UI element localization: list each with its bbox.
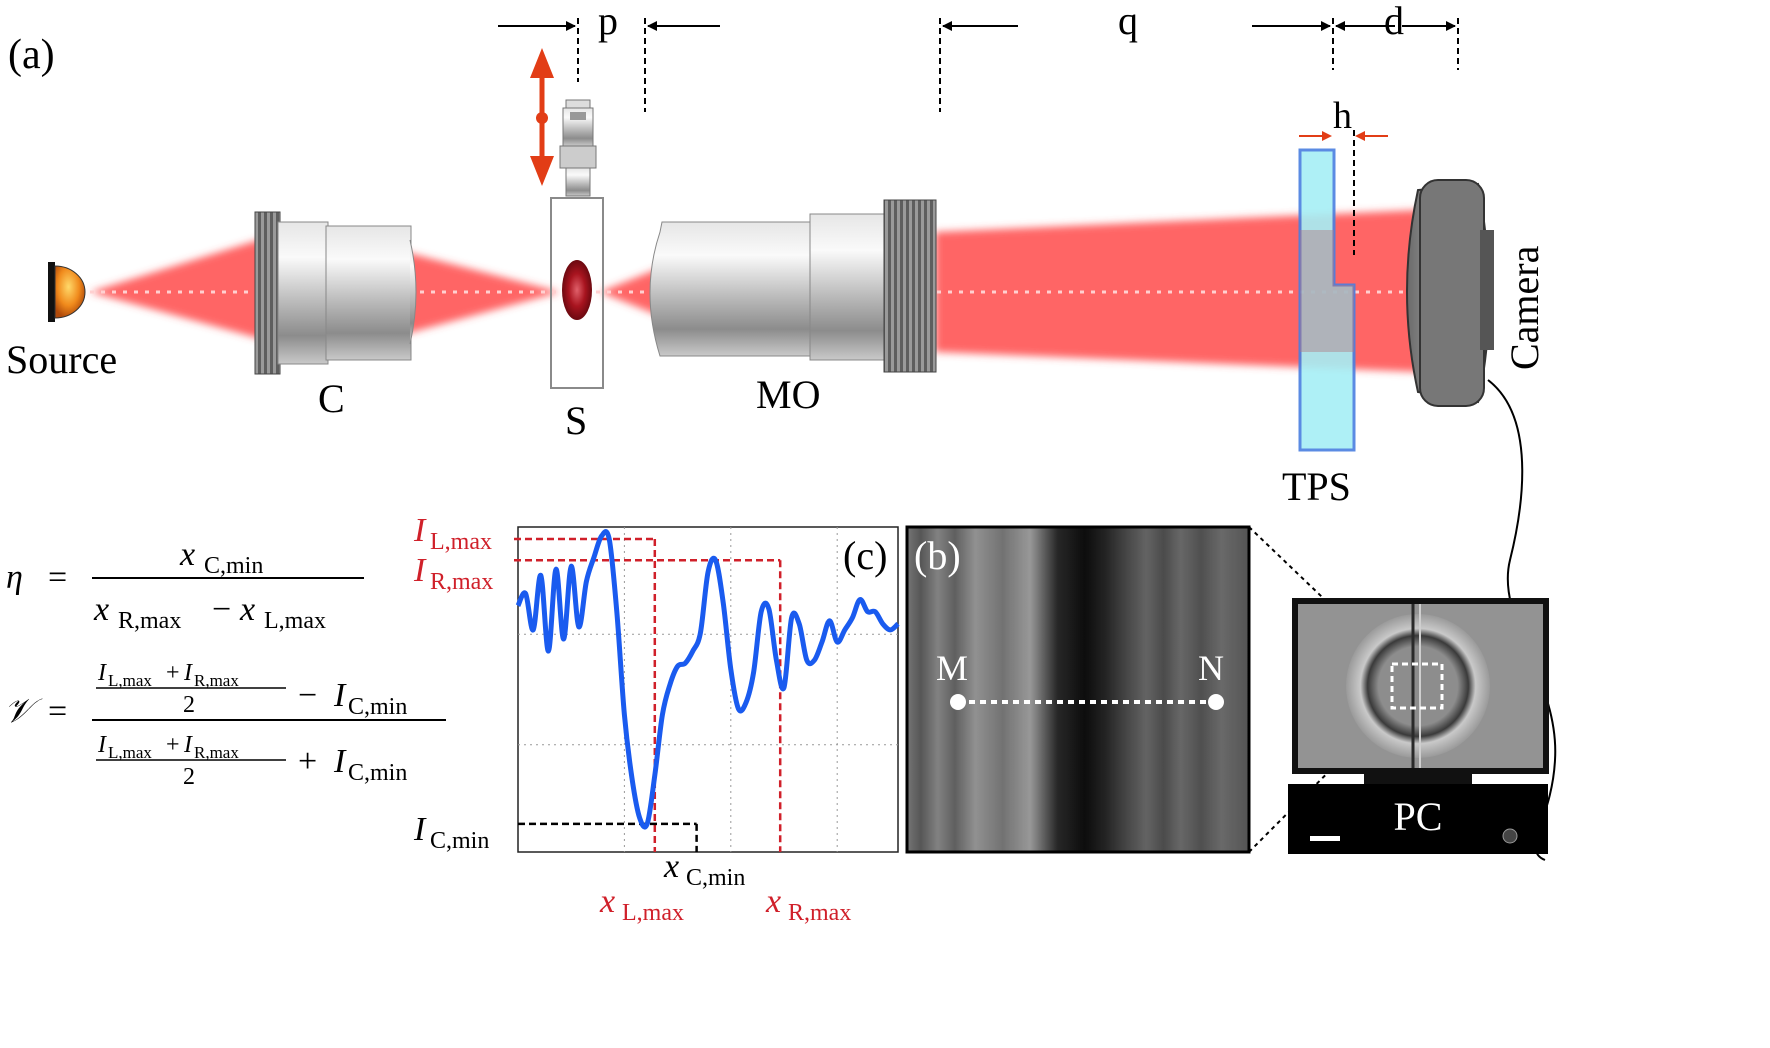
svg-text:I: I [333,743,347,780]
chart-guides [514,537,782,852]
point-n [1208,694,1224,710]
label-pc: PC [1394,794,1443,839]
distance-markers [498,18,1459,112]
svg-text:C,min: C,min [204,553,263,579]
label-h: h [1333,95,1352,137]
svg-text:I: I [97,660,107,686]
svg-text:L,max: L,max [264,608,326,634]
svg-text:I: I [97,732,107,758]
label-camera: Camera [1502,245,1547,370]
panel-label-a: (a) [8,32,55,78]
svg-text:C,min: C,min [686,865,745,891]
svg-text:L,max: L,max [108,671,152,690]
svg-text:L,max: L,max [108,743,152,762]
equation-eta: η = x C,min x R,max − x L,max [6,536,364,634]
svg-text:𝒱: 𝒱 [4,693,43,730]
svg-text:C,min: C,min [348,760,407,786]
intensity-series-line [515,529,900,830]
svg-text:I: I [183,660,193,686]
label-point-n: N [1198,648,1224,688]
svg-text:2: 2 [183,764,195,790]
svg-text:=: = [48,693,67,730]
zoom-region [1390,662,1444,710]
label-sample: S [565,398,587,443]
panel-label-b: (b) [914,533,961,578]
point-m [950,694,966,710]
svg-text:L,max: L,max [430,529,492,555]
svg-text:R,max: R,max [194,743,239,762]
svg-text:−: − [298,677,317,714]
svg-text:−: − [212,591,231,628]
microscope-objective [649,199,937,373]
svg-text:R,max: R,max [118,608,181,634]
label-objective: MO [756,372,820,417]
light-source [48,262,86,322]
svg-text:+: + [298,743,317,780]
panel-label-c: (c) [843,533,887,578]
svg-text:R,max: R,max [788,900,851,926]
label-i-r-max: I [413,552,427,589]
svg-text:2: 2 [183,692,195,718]
tps-plate [1298,130,1388,452]
label-x-r-max: x [765,883,781,920]
pc-icon [1288,598,1549,854]
svg-text:=: = [48,559,67,596]
collimator-lens [254,211,417,375]
svg-text:x: x [239,591,255,628]
svg-text:x: x [179,536,195,573]
svg-text:R,max: R,max [430,569,493,595]
label-p: p [598,0,618,43]
svg-text:R,max: R,max [194,671,239,690]
label-collimator: C [318,376,345,421]
label-x-l-max: x [599,883,615,920]
label-i-c-min: I [413,811,427,848]
svg-text:C,min: C,min [430,828,489,854]
label-d: d [1384,0,1404,43]
equation-visibility: 𝒱 = I L,max + I R,max 2 − I C,min I L,ma… [4,660,446,790]
svg-text:+: + [166,732,180,758]
micrometer-icon [559,99,597,197]
chart-black-labels: I C,min x C,min [413,811,745,891]
svg-text:+: + [166,660,180,686]
intensity-profile-chart [514,526,900,853]
blood-cell-icon [562,260,592,320]
svg-text:x: x [93,591,109,628]
label-point-m: M [936,648,968,688]
chart-red-labels: I L,max I R,max x L,max x R,max [413,512,851,926]
svg-text:η: η [6,559,23,596]
label-q: q [1118,0,1138,43]
svg-text:I: I [333,677,347,714]
svg-text:I: I [183,732,193,758]
label-x-c-min: x [663,848,679,885]
label-i-l-max: I [413,512,427,549]
label-source: Source [6,337,117,382]
svg-text:C,min: C,min [348,694,407,720]
translation-arrow-icon [530,48,554,186]
fringe-image [905,525,1251,854]
sample-holder [550,197,604,389]
label-tps: TPS [1282,464,1351,509]
svg-text:L,max: L,max [622,900,684,926]
camera-icon [1406,179,1494,407]
